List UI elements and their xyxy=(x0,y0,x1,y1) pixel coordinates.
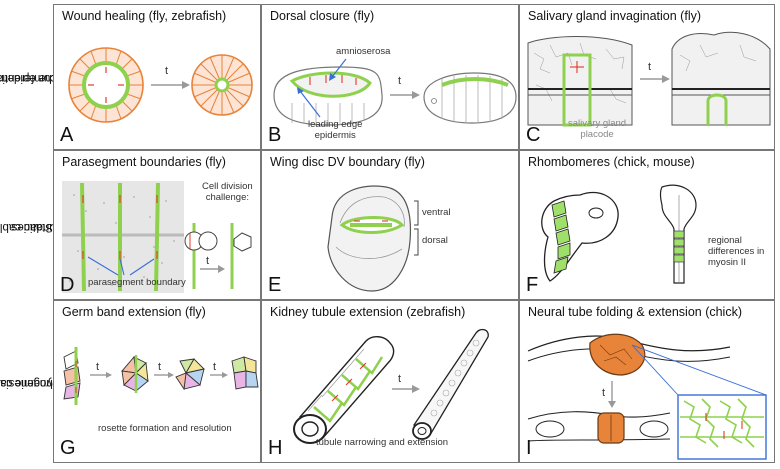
panel-g: Germ band extension (fly) xyxy=(53,300,261,463)
panel-letter: F xyxy=(526,274,539,296)
panel-title: Salivary gland invagination (fly) xyxy=(528,9,702,23)
panel-title: Parasegment boundaries (fly) xyxy=(62,155,226,169)
neural-tube-diagram xyxy=(527,333,767,460)
panel-e: Wing disc DV boundary (fly) ventral dors… xyxy=(261,150,519,300)
wing-disc-diagram xyxy=(327,185,419,292)
panel-letter: G xyxy=(60,437,76,459)
panel-letter: E xyxy=(268,274,282,296)
panel-letter: A xyxy=(60,124,74,146)
dorsal-closure-diagram xyxy=(273,58,517,126)
label-parasegment-boundary: parasegment boundary xyxy=(88,277,186,288)
panel-letter: H xyxy=(268,437,283,459)
time-label: t xyxy=(398,75,402,87)
time-label: t xyxy=(213,361,217,373)
label-amnioserosa: amnioserosa xyxy=(336,46,391,57)
panel-letter: B xyxy=(268,124,282,146)
label-ventral: ventral xyxy=(422,207,451,218)
panel-title: Wound healing (fly, zebrafish) xyxy=(62,9,227,23)
germ-band-diagram xyxy=(63,347,259,405)
time-label: t xyxy=(165,65,169,77)
panel-title: Kidney tubule extension (zebrafish) xyxy=(270,305,466,319)
parasegment-diagram xyxy=(62,181,252,293)
panel-d: Parasegment boundaries (fly) xyxy=(53,150,261,300)
time-label: t xyxy=(96,361,100,373)
kidney-tubule-diagram xyxy=(293,328,489,444)
panel-letter: I xyxy=(526,437,532,459)
panel-title: Neural tube folding & extension (chick) xyxy=(528,305,743,319)
panel-title: Germ band extension (fly) xyxy=(62,305,206,319)
time-label: t xyxy=(206,255,210,267)
panel-title: Rhombomeres (chick, mouse) xyxy=(528,155,695,169)
row-label-circumferential: Circumferential cablesclosing the epider… xyxy=(0,71,94,84)
panel-a: Wound healing (fly, zebrafish) xyxy=(53,4,261,150)
panel-letter: C xyxy=(526,124,541,146)
caption: tubule narrowing and extension xyxy=(316,437,449,448)
time-label: t xyxy=(602,387,606,399)
row-label-dynamic: Dynamic cables inmorphogenesis xyxy=(0,376,80,389)
panel-h: Kidney tubule extension (zebrafish) xyxy=(261,300,519,463)
panel-i: Neural tube folding & extension (chick) xyxy=(519,300,775,463)
salivary-gland-diagram xyxy=(527,31,771,127)
time-label: t xyxy=(398,373,402,385)
panel-c: Salivary gland invagination (fly) xyxy=(519,4,775,150)
caption: rosette formation and resolution xyxy=(98,423,232,434)
rhombomeres-diagram xyxy=(541,184,697,284)
time-label: t xyxy=(648,61,652,73)
panel-b: Dorsal closure (fly) xyxy=(261,4,519,150)
panel-title: Dorsal closure (fly) xyxy=(270,9,375,23)
wound-healing-diagram xyxy=(68,47,253,123)
time-label: t xyxy=(158,361,162,373)
panel-letter: D xyxy=(60,274,75,296)
label-dorsal: dorsal xyxy=(422,235,448,246)
row-label-static: Static cables atboundaries xyxy=(0,220,69,233)
panel-title: Wing disc DV boundary (fly) xyxy=(270,155,425,169)
